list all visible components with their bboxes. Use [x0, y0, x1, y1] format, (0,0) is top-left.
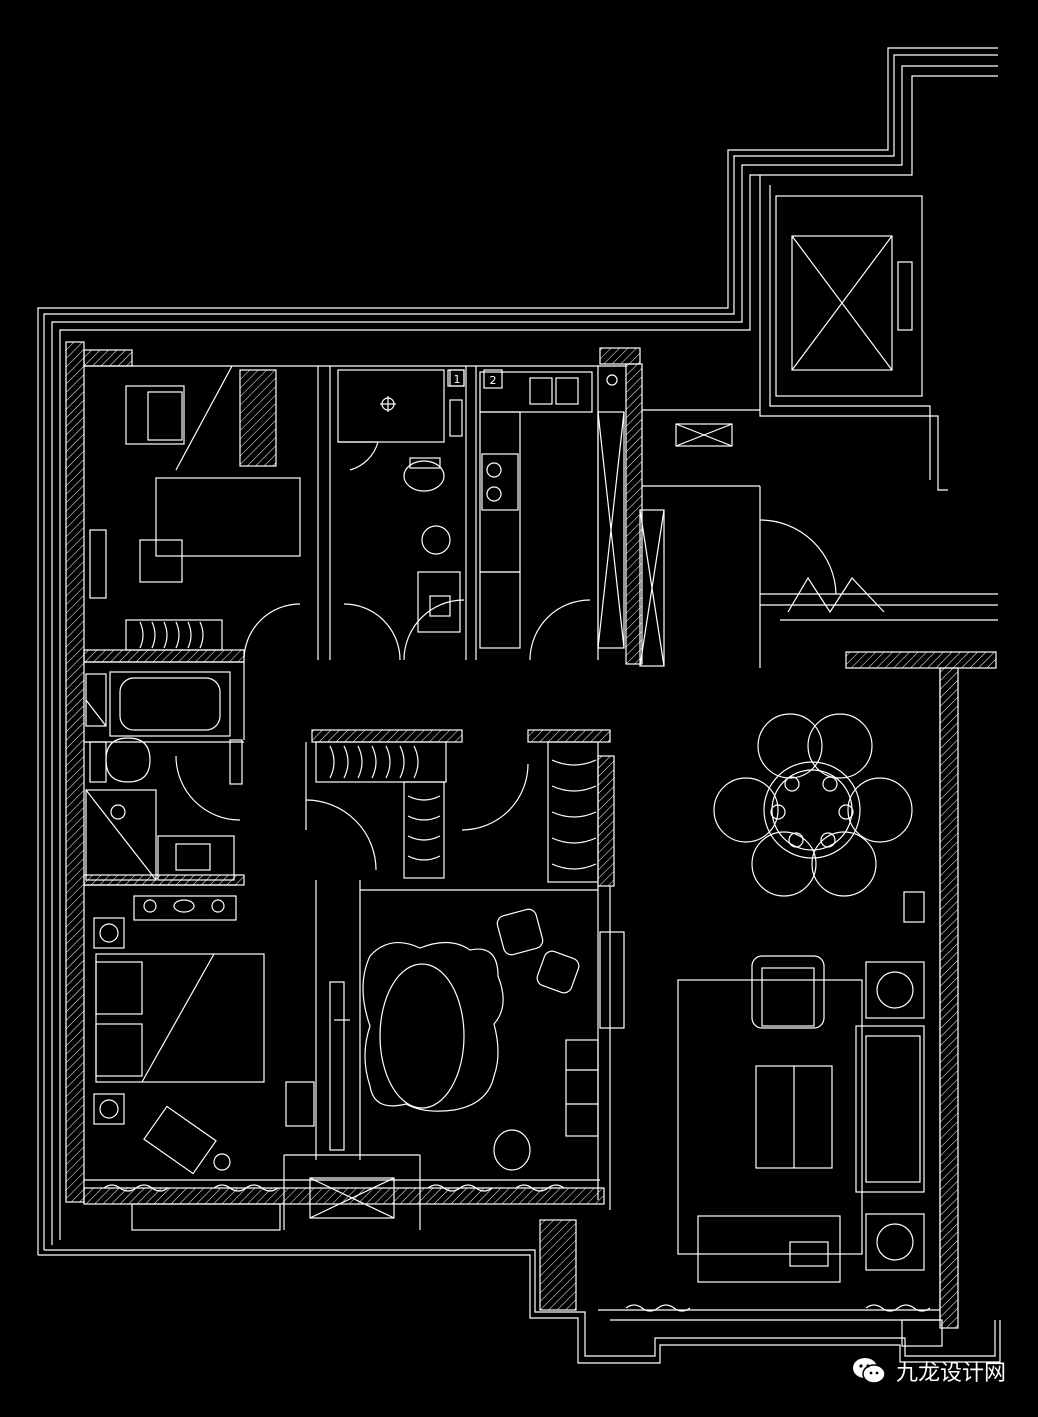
panel-tag-1: 1	[454, 373, 461, 386]
lounge-room	[309, 908, 625, 1219]
dining-table	[713, 713, 913, 897]
entry-door	[759, 519, 885, 614]
closet-center	[305, 741, 599, 883]
watermark: 九龙设计网	[852, 1355, 1006, 1387]
watermark-text: 九龙设计网	[895, 1361, 1006, 1386]
bathroom-middle	[85, 671, 243, 881]
panel-tag-2: 2	[490, 374, 497, 387]
partitions	[84, 365, 998, 1321]
elevator-shaft	[675, 175, 948, 491]
wechat-icon	[852, 1357, 886, 1385]
panel-tags: 1 2	[449, 369, 503, 389]
master-bedroom	[93, 895, 350, 1231]
living-room	[625, 891, 943, 1347]
kitchen	[479, 371, 665, 667]
outer-boundary	[37, 47, 1001, 1364]
bedroom-top-left	[89, 365, 401, 661]
bathroom-top	[337, 369, 465, 661]
